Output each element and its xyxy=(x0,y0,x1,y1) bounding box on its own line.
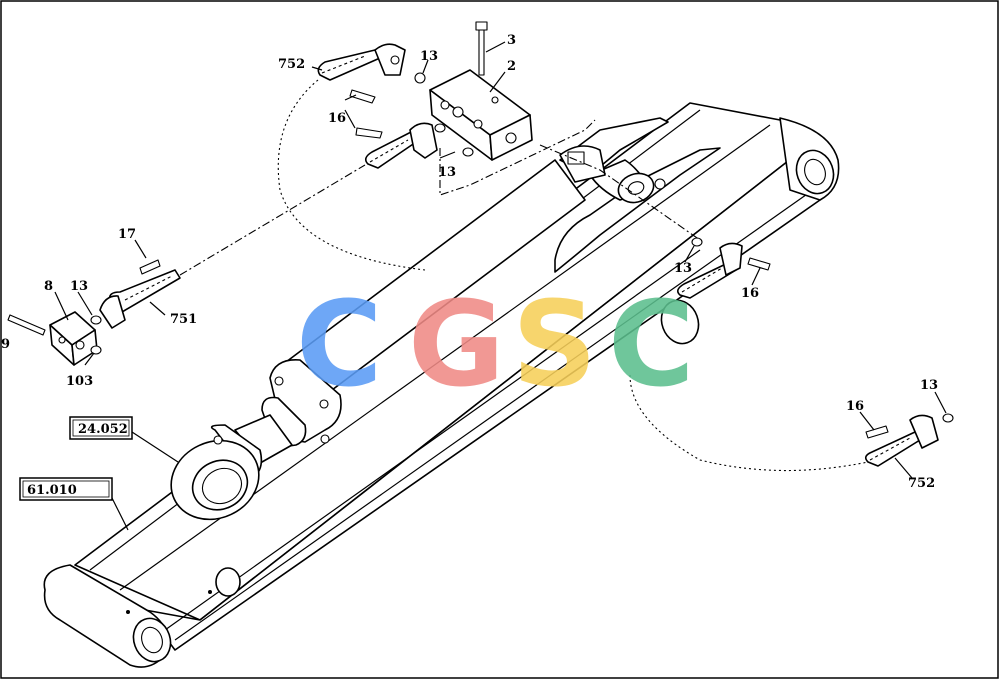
hose-routes xyxy=(179,79,869,472)
callout-16: 16 xyxy=(328,111,346,126)
watermark-letter: C xyxy=(296,275,383,413)
callout-751: 751 xyxy=(170,312,197,327)
o-ring-13c xyxy=(90,315,102,325)
watermark: C G S C xyxy=(296,275,695,413)
o-ring-103 xyxy=(90,345,102,355)
ref-box-61010 xyxy=(19,477,113,501)
ref-box-24052 xyxy=(69,416,133,440)
fitting-mid xyxy=(349,89,474,169)
callout-16: 16 xyxy=(741,286,759,301)
callout-13: 13 xyxy=(420,49,438,64)
callout-17: 17 xyxy=(118,227,136,242)
watermark-letter: C xyxy=(608,275,695,413)
bolt-16a2 xyxy=(355,127,383,139)
bolt-9 xyxy=(7,314,46,336)
fitting-right-upper xyxy=(676,237,771,299)
o-ring-13d xyxy=(691,237,703,247)
callout-752: 752 xyxy=(908,476,935,491)
bolt-16a xyxy=(349,89,376,104)
fitting-752-top xyxy=(317,43,426,84)
bolt-16b xyxy=(747,257,771,271)
callout-13: 13 xyxy=(674,261,692,276)
ref-box-label: 61.010 xyxy=(27,483,77,498)
callout-9: 9 xyxy=(1,337,10,352)
boom-front-hole xyxy=(660,299,700,345)
ref-box-label: 24.052 xyxy=(78,422,128,437)
reference-boxes: 24.052 61.010 xyxy=(19,416,133,501)
callout-13: 13 xyxy=(920,378,938,393)
boom-mid-hole xyxy=(215,567,241,597)
callout-13: 13 xyxy=(70,279,88,294)
fitting-752-bottom xyxy=(864,413,954,467)
callout-3: 3 xyxy=(507,33,516,48)
o-ring-13e xyxy=(942,413,954,423)
o-ring-13a xyxy=(414,72,426,84)
boom-arm xyxy=(43,102,840,668)
watermark-letter: G xyxy=(408,275,505,413)
watermark-letter: S xyxy=(512,275,597,413)
bolt-16c xyxy=(865,425,889,439)
hydraulic-cylinder xyxy=(170,159,586,521)
boom-bracket xyxy=(554,117,721,273)
callout-16: 16 xyxy=(846,399,864,414)
callout-8: 8 xyxy=(44,279,53,294)
callout-13: 13 xyxy=(438,165,456,180)
callout-labels: 3 2 752 13 16 13 17 8 13 751 9 103 13 16… xyxy=(1,33,938,491)
block-8-assembly xyxy=(7,259,181,366)
callout-103: 103 xyxy=(66,374,93,389)
valve-block xyxy=(429,21,533,161)
bolt-17 xyxy=(139,259,161,275)
callout-2: 2 xyxy=(507,59,516,74)
callout-752: 752 xyxy=(278,57,305,72)
leader-lines xyxy=(54,41,947,531)
o-ring-13b xyxy=(462,147,474,157)
